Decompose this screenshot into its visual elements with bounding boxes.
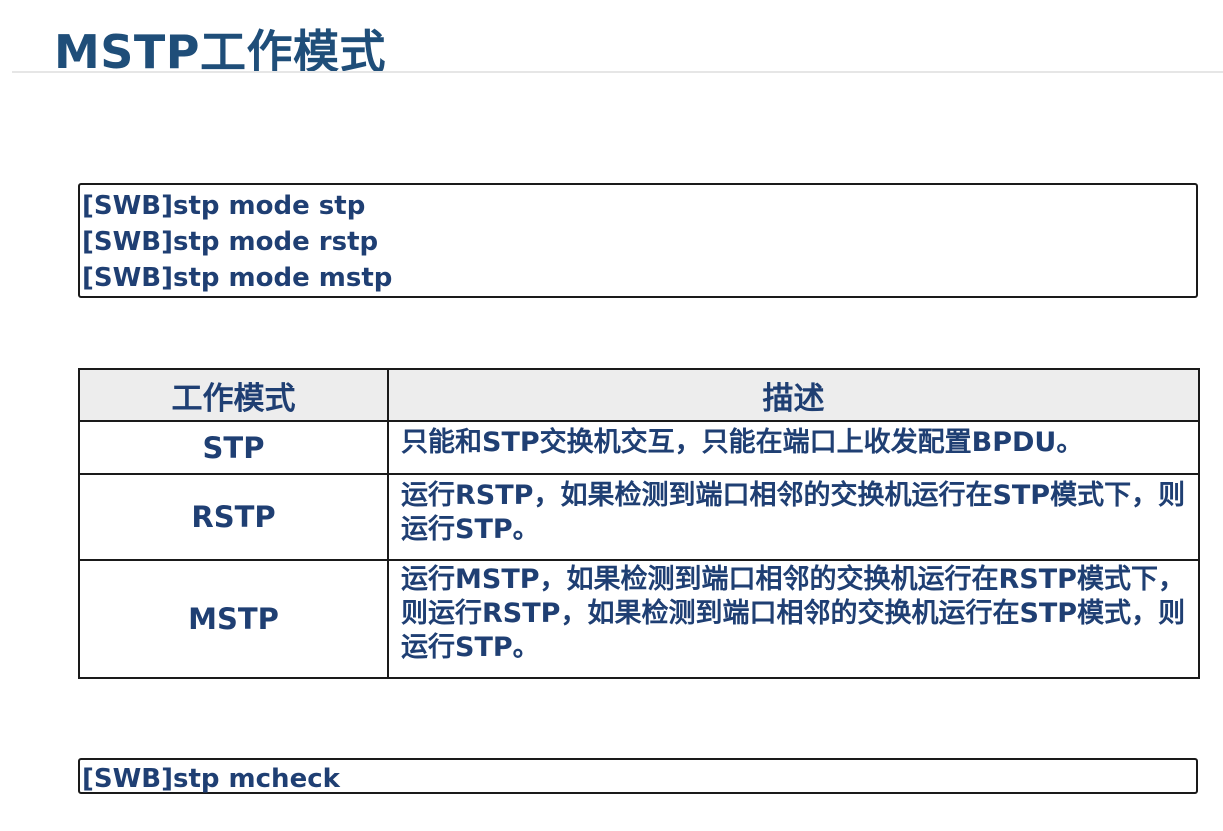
table-row: STP 只能和STP交换机交互，只能在端口上收发配置BPDU。 <box>78 420 1200 475</box>
header-description: 描述 <box>387 368 1200 422</box>
header-mode: 工作模式 <box>78 368 389 422</box>
command-line-rstp: [SWB]stp mode rstp <box>82 227 379 257</box>
table-row: RSTP 运行RSTP，如果检测到端口相邻的交换机运行在STP模式下，则运行ST… <box>78 473 1200 561</box>
command-box-mode: [SWB]stp mode stp [SWB]stp mode rstp [SW… <box>78 183 1198 298</box>
title-divider <box>12 71 1223 73</box>
table-header-row: 工作模式 描述 <box>78 368 1200 422</box>
mode-cell: RSTP <box>78 473 389 561</box>
command-line-mcheck: [SWB]stp mcheck <box>82 764 340 794</box>
description-cell: 只能和STP交换机交互，只能在端口上收发配置BPDU。 <box>387 420 1200 475</box>
mode-cell: STP <box>78 420 389 475</box>
description-cell: 运行MSTP，如果检测到端口相邻的交换机运行在RSTP模式下，则运行RSTP，如… <box>387 559 1200 679</box>
command-box-mcheck: [SWB]stp mcheck <box>78 758 1198 794</box>
page-title: MSTP工作模式 <box>54 25 386 79</box>
command-line-stp: [SWB]stp mode stp <box>82 191 366 221</box>
mode-table: 工作模式 描述 STP 只能和STP交换机交互，只能在端口上收发配置BPDU。 … <box>78 368 1200 679</box>
command-line-mstp: [SWB]stp mode mstp <box>82 263 393 293</box>
mode-cell: MSTP <box>78 559 389 679</box>
description-cell: 运行RSTP，如果检测到端口相邻的交换机运行在STP模式下，则运行STP。 <box>387 473 1200 561</box>
table-row: MSTP 运行MSTP，如果检测到端口相邻的交换机运行在RSTP模式下，则运行R… <box>78 559 1200 679</box>
